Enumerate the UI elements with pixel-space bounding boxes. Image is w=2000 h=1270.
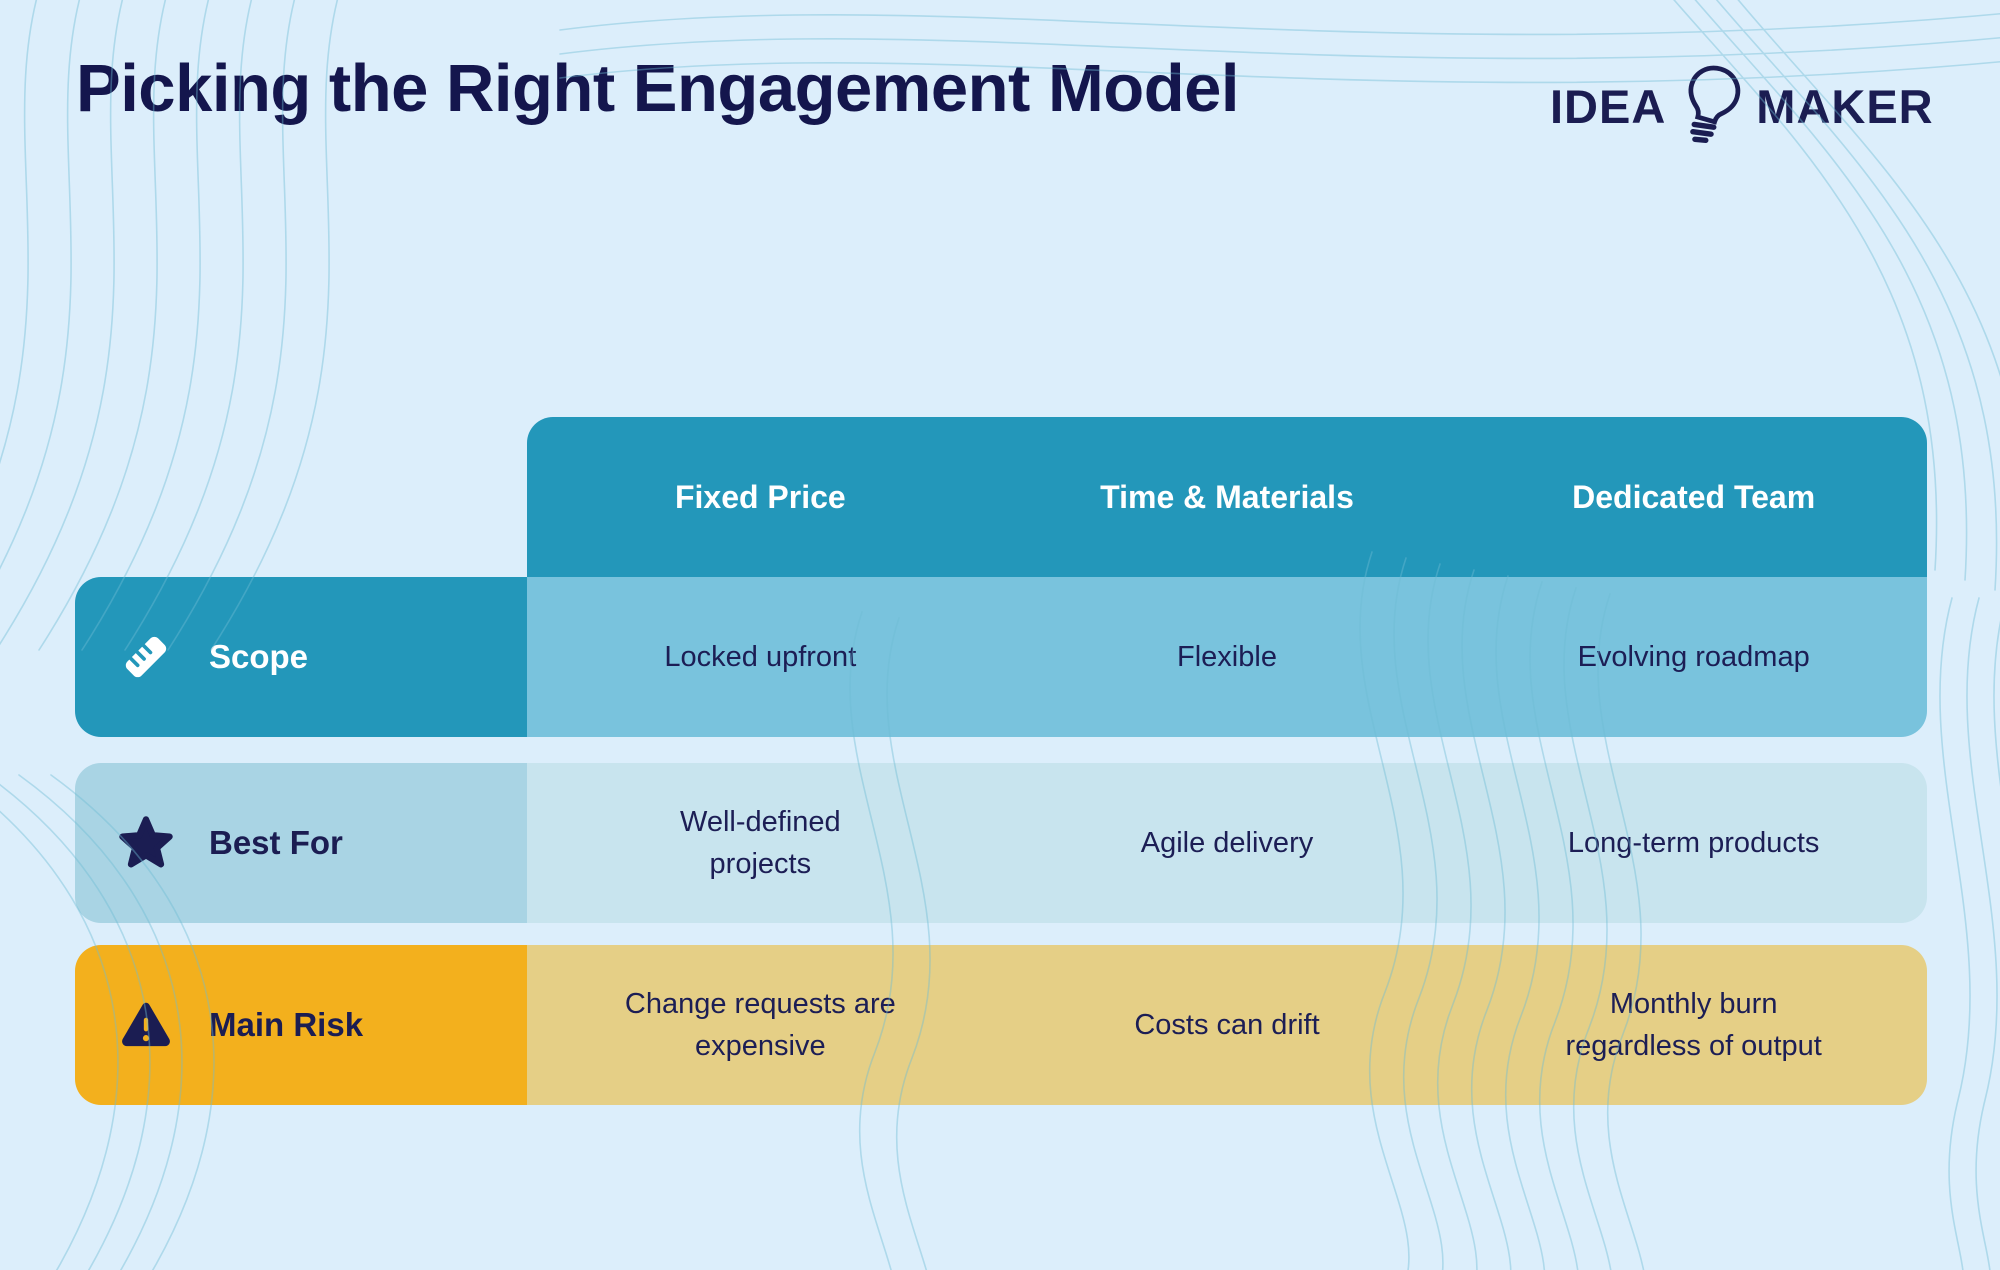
row-values-best-for: Well-defined projects Agile delivery Lon… — [527, 763, 1927, 923]
row-label-main-risk: Main Risk — [75, 945, 527, 1105]
cell-scope-fixed-price: Locked upfront — [664, 640, 857, 673]
lightbulb-icon — [1688, 65, 1741, 144]
brand-logo: IDEA MAKER — [1550, 58, 1934, 154]
cell-best-for-time-materials: Agile delivery — [1140, 826, 1314, 859]
column-header-time-materials: Time & Materials — [1100, 478, 1354, 515]
cell-scope-time-materials: Flexible — [1177, 640, 1277, 673]
column-header-fixed-price: Fixed Price — [674, 478, 846, 515]
cell-best-for-fixed-price: Well-defined projects — [679, 805, 841, 880]
cell-main-risk-fixed-price: Change requests are expensive — [624, 987, 896, 1062]
row-label-best-for: Best For — [75, 763, 527, 923]
star-icon — [117, 814, 175, 872]
warning-icon — [117, 996, 175, 1054]
row-values-scope: Locked upfront Flexible Evolving roadmap — [527, 577, 1927, 737]
row-label-text: Main Risk — [209, 1006, 364, 1043]
row-label-scope: Scope — [75, 577, 527, 737]
table-header-row: Fixed Price Time & Materials Dedicated T… — [527, 417, 1927, 577]
column-header-dedicated-team: Dedicated Team — [1572, 478, 1816, 515]
cell-main-risk-time-materials: Costs can drift — [1134, 1008, 1320, 1041]
cell-main-risk-dedicated-team: Monthly burn regardless of output — [1565, 987, 1822, 1062]
row-values-main-risk: Change requests are expensive Costs can … — [527, 945, 1927, 1105]
ruler-icon — [117, 628, 175, 686]
logo-text-idea: IDEA — [1550, 79, 1667, 133]
row-label-text: Scope — [209, 638, 309, 675]
row-label-text: Best For — [209, 824, 343, 861]
page-title: Picking the Right Engagement Model — [76, 51, 1240, 126]
logo-text-maker: MAKER — [1756, 79, 1934, 133]
cell-best-for-dedicated-team: Long-term products — [1567, 826, 1820, 859]
cell-scope-dedicated-team: Evolving roadmap — [1577, 640, 1810, 673]
